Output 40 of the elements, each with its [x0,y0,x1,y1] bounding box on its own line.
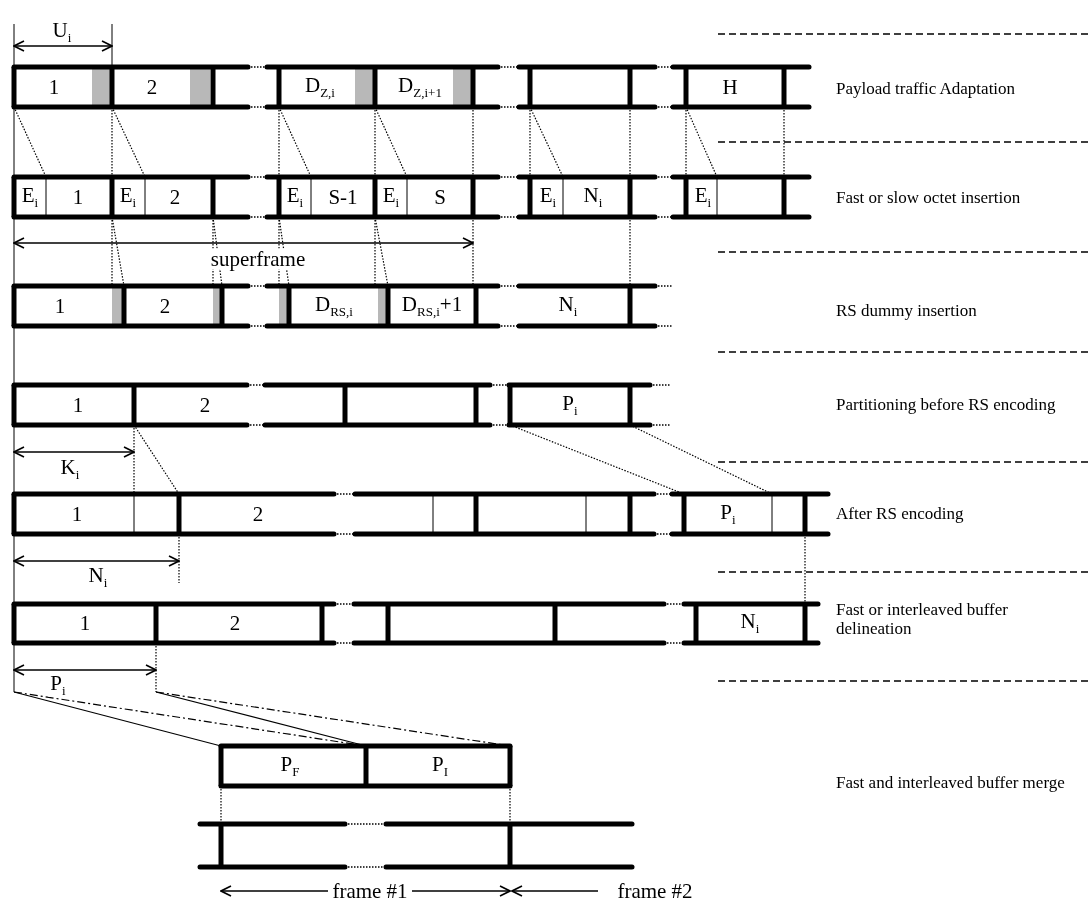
segment-label: 2 [229,612,241,634]
stage-label: Payload traffic Adaptation [836,79,1017,99]
stage-label: Fast or interleaved buffer delineation [836,601,1009,639]
segment-label: P$_{i}$ [562,392,578,418]
segment-label: N$_{i}$ [740,610,760,636]
segment-label: P$_{i}$ [720,501,736,527]
segment-label: E$_{i}$ [382,184,400,210]
segment-label: S-1 [328,186,358,208]
segment-label: D$_{Z,i+1}$ [398,74,442,100]
segment-label: 2 [159,295,171,317]
segment-label: 1 [72,394,84,416]
dimension-label: superframe [208,248,308,270]
segment-label: E$_{i}$ [119,184,137,210]
segment-label: E$_{i}$ [21,184,39,210]
segment-label: 1 [54,295,66,317]
stage-label: Fast or slow octet insertion [836,188,1022,208]
segment-label: 1 [48,76,60,98]
segment-label: D$_{RS,i}$ [315,293,353,319]
segment-label: E$_{i}$ [286,184,304,210]
segment-label: 1 [72,186,84,208]
segment-label: P$_{I}$ [432,753,448,779]
stage-label: After RS encoding [836,504,965,524]
segment-label: H [722,76,738,98]
segment-label: 2 [252,503,264,525]
stage-label: Fast and interleaved buffer merge [836,773,1066,793]
segment-label: D$_{RS,i}$+1 [401,293,463,319]
segment-label: N$_{i}$ [583,184,603,210]
segment-label: 1 [71,503,83,525]
segment-label: P$_{F}$ [280,753,300,779]
stage-label: RS dummy insertion [836,301,978,321]
segment-label: 2 [146,76,158,98]
segment-label: E$_{i}$ [694,184,712,210]
segment-label: S [434,186,446,208]
segment-label: N$_{i}$ [558,293,578,319]
stage-label: Partitioning before RS encoding [836,395,1057,415]
segment-label: D$_{Z,i}$ [305,74,335,100]
segment-label: 2 [169,186,181,208]
segment-label: 2 [199,394,211,416]
segment-label: 1 [79,612,91,634]
segment-label: E$_{i}$ [539,184,557,210]
